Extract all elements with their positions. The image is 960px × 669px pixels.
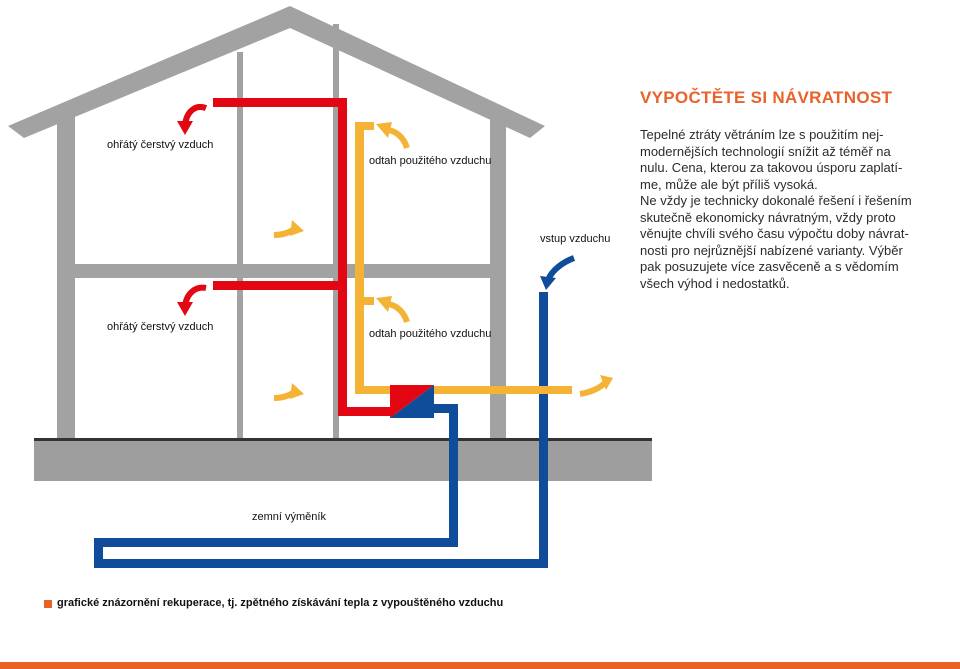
exhaust-outlet-arrow-icon (579, 375, 613, 397)
section-heading: VYPOČTĚTE SI NÁVRATNOST (640, 88, 893, 107)
air-intake-arrow-icon (540, 255, 576, 290)
exhaust-air-duct (355, 122, 572, 394)
body-line: všech výhod i nedostatků. (640, 275, 790, 291)
recuperator-cold-half (390, 385, 434, 418)
body-text: Tepelné ztráty větráním lze s použitím n… (640, 127, 920, 292)
heat-recovery-unit (390, 385, 434, 418)
body-line: modernějších technologií snížit až téměř… (640, 143, 891, 159)
warm-air-arrow-lower-icon (177, 284, 207, 316)
exhaust-top-stub (355, 122, 374, 130)
label-warm-fresh-air-top: ohřátý čerstvý vzduch (107, 139, 214, 151)
ground-band (34, 441, 652, 481)
label-exhaust-air-bottom: odtah použitého vzduchu (369, 328, 492, 340)
warm-air-duct (213, 98, 394, 416)
warm-mid-branch (213, 281, 347, 290)
body-line: me, může ale být příliš vysoká. (640, 176, 818, 192)
exchanger-bottom-duct (94, 559, 548, 568)
body-line: pak posuzujete více zasvěceně a s vědomí… (640, 259, 899, 274)
house-floor-slab (57, 264, 506, 278)
exchanger-top-duct (94, 538, 458, 547)
exhaust-arrow-lower-icon (376, 296, 410, 324)
room-flow-arrow-lower-icon (273, 383, 304, 401)
warm-top-branch (213, 98, 347, 107)
exhaust-vertical-duct (355, 122, 364, 394)
body-line: nulu. Cena, kterou za takovou úsporu zap… (640, 160, 903, 175)
cold-air-duct (94, 292, 548, 568)
body-line: nosti pro nejrůznější nabízené varianty.… (640, 242, 903, 258)
house-interior-wall-1 (237, 52, 243, 438)
house-roof (8, 6, 545, 138)
body-line: Tepelné ztráty větráním lze s použitím n… (640, 127, 884, 142)
caption-bullet-icon (44, 600, 52, 608)
label-ground-exchanger: zemní výměník (252, 511, 326, 523)
unit-connector-duct (424, 404, 458, 413)
exhaust-outlet-duct (432, 386, 572, 394)
exchanger-riser-duct (449, 404, 458, 547)
footer-accent-bar (0, 662, 960, 669)
label-exhaust-air-top: odtah použitého vzduchu (369, 155, 492, 167)
warm-vertical-duct (338, 98, 347, 416)
intake-vertical-duct (539, 292, 548, 568)
house-structure (8, 6, 545, 438)
body-line: Ne vždy je technicky dokonalé řešení i ř… (640, 193, 912, 208)
warm-bottom-duct (338, 407, 394, 416)
exchanger-left-duct (94, 538, 103, 568)
exhaust-mid-stub (355, 297, 374, 305)
ground-line (34, 438, 652, 441)
room-flow-arrow-upper-icon (273, 220, 304, 238)
warm-air-arrow-upper-icon (177, 104, 208, 135)
exhaust-to-unit-duct (355, 386, 394, 394)
body-line: věnujte chvíli svého času výpočtu doby n… (640, 226, 909, 241)
label-warm-fresh-air-bottom: ohřátý čerstvý vzduch (107, 321, 214, 333)
house-interior-wall-2 (333, 24, 339, 438)
exhaust-arrow-upper-icon (376, 122, 410, 150)
body-line: skutečně ekonomicky návratným, vždy prot… (640, 209, 896, 225)
figure-caption: grafické znázornění rekuperace, tj. zpět… (57, 597, 504, 609)
label-air-intake: vstup vzduchu (540, 233, 611, 245)
